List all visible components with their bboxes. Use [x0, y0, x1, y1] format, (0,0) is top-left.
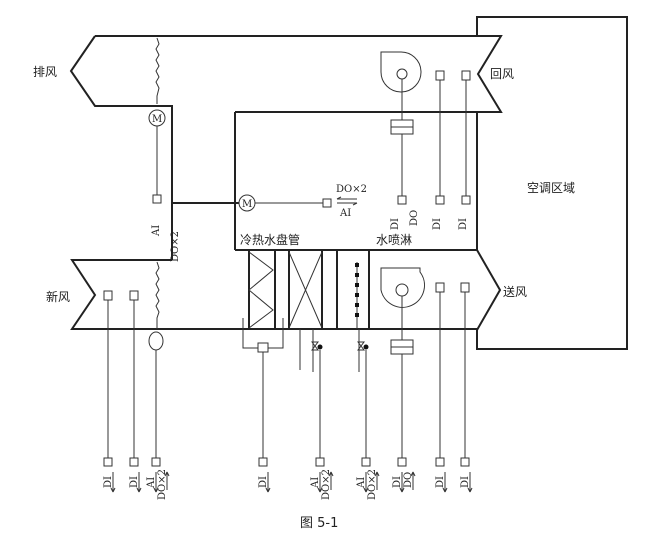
fresh-air-sensor-2	[129, 290, 139, 301]
return-sensor-1	[435, 70, 445, 81]
fresh-air-sensor-1	[103, 290, 113, 301]
output-arrow-icon	[164, 471, 170, 490]
return-fan-icon	[396, 68, 408, 80]
spray-label: 水喷淋	[376, 233, 412, 247]
supply-air-label: 送风	[503, 284, 527, 299]
return-fan-io-di: DI	[390, 218, 401, 230]
output-arrow-icon	[374, 471, 380, 490]
coil-valve-io-label: DO×2	[321, 469, 332, 500]
spray-valve-io-label: DO×2	[367, 469, 378, 500]
fresh-air-damper	[155, 261, 160, 329]
supply-fan-volute	[380, 267, 425, 308]
exhaust-damper-motor-label: M	[152, 114, 162, 125]
input-arrow-icon	[153, 472, 159, 493]
conditioned-zone-outline	[476, 16, 628, 350]
fresh-air-damper-io-label: DO×2	[157, 469, 168, 500]
fresh-air-damper-io-label: AI	[146, 477, 157, 489]
spray-valve-icon	[357, 341, 369, 351]
output-arrow-icon	[328, 471, 334, 490]
cooling-heating-coil	[288, 251, 323, 329]
return-air-label: 回风	[490, 67, 514, 81]
return-sensor-2	[461, 70, 471, 81]
return-sensor-1-io-di: DI	[432, 218, 443, 230]
coil-valve-io-ai: AI	[339, 208, 351, 219]
spray-valve-io-point	[361, 457, 371, 467]
spray-nozzles	[355, 262, 359, 329]
input-arrow-icon	[442, 472, 448, 493]
input-arrow-icon	[467, 472, 473, 493]
drain-pan	[242, 318, 284, 349]
supply-sensor-2-io-label: DI	[460, 476, 471, 488]
supply-sensor-1-io-label: DI	[435, 476, 446, 488]
conditioned-zone-label: 空调区域	[527, 181, 575, 195]
input-arrow-icon	[265, 472, 271, 493]
supply-sensor-2	[460, 282, 470, 293]
supply-sensor-1-io-point	[435, 457, 445, 467]
return-fan-volute	[380, 51, 422, 93]
return-fan-io-point	[397, 195, 407, 205]
filter-io-point	[258, 457, 268, 467]
fresh-air-damper-actuator-icon	[148, 331, 164, 351]
exhaust-damper-io-ai: AI	[151, 225, 162, 237]
spray-valve-io-label: AI	[356, 477, 367, 489]
input-arrow-icon	[399, 472, 405, 493]
fresh-air-label: 新风	[46, 289, 70, 304]
return-sensor-1-io-point	[435, 195, 445, 205]
coil-label: 冷热水盘管	[240, 232, 300, 247]
input-arrow-icon	[110, 472, 116, 493]
figure-caption: 图 5-1	[300, 516, 338, 531]
output-arrow-icon	[410, 471, 416, 490]
exhaust-damper-io-do: DO×2	[170, 231, 181, 262]
exhaust-damper-io-point	[152, 194, 162, 204]
coil-valve-io-point	[315, 457, 325, 467]
filter-io-label: DI	[258, 476, 269, 488]
coil-valve-icon	[311, 341, 323, 351]
fresh-supply-duct	[70, 249, 502, 331]
coil-valve-io-point	[322, 198, 332, 208]
return-exhaust-duct	[69, 35, 503, 260]
exhaust-air-label: 排风	[33, 65, 57, 79]
exhaust-damper	[155, 37, 160, 104]
supply-fan-io-point	[397, 457, 407, 467]
fresh-air-sensor-2-io-point	[129, 457, 139, 467]
supply-fan-icon	[395, 283, 409, 297]
supply-fan-io-label: DO	[403, 472, 414, 488]
supply-sensor-1	[435, 282, 445, 293]
input-arrow-icon	[317, 472, 323, 493]
return-sensor-2-io-di: DI	[458, 218, 469, 230]
fresh-air-sensor-2-io-label: DI	[129, 476, 140, 488]
input-arrow-icon	[136, 472, 142, 493]
supply-fan-io-label: DI	[392, 476, 403, 488]
supply-sensor-2-io-point	[460, 457, 470, 467]
return-sensor-2-io-point	[461, 195, 471, 205]
fresh-air-damper-io-point	[151, 457, 161, 467]
coil-valve-io-label: AI	[310, 477, 321, 489]
fresh-air-sensor-1-io-point	[103, 457, 113, 467]
filter-pressure-switch	[257, 342, 269, 353]
filter-section	[248, 250, 370, 329]
input-arrow-icon	[363, 472, 369, 493]
coil-valve-io-do: DO×2	[336, 184, 367, 195]
coil-valve-motor-label: M	[242, 199, 252, 210]
return-fan-io-do: DO	[409, 210, 420, 226]
fresh-air-sensor-1-io-label: DI	[103, 476, 114, 488]
